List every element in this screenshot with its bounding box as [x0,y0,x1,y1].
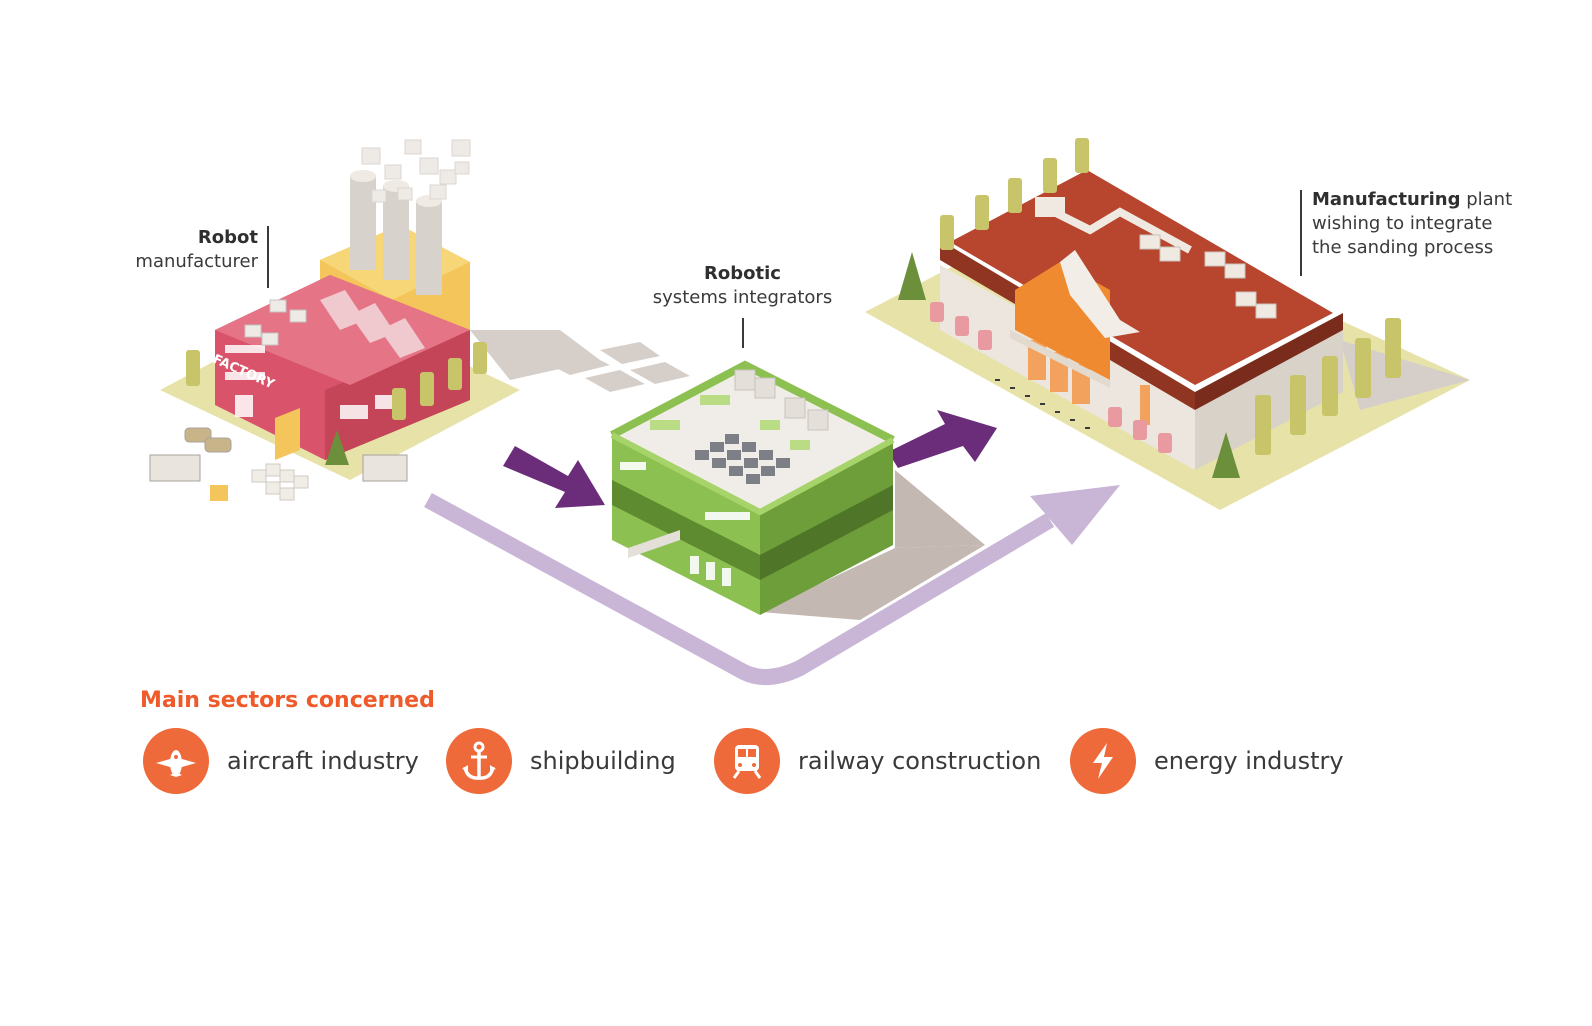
sector-label: aircraft industry [227,747,419,775]
plant-label-line3: the sanding process [1312,237,1494,258]
lightning-icon [1070,728,1136,794]
solar-panels [695,434,790,484]
train-icon [714,728,780,794]
sector-label: energy industry [1154,747,1344,775]
robot-label-leader-line [267,226,269,288]
integrator-label-bold: Robotic [704,263,781,284]
anchor-icon [446,728,512,794]
vehicles [149,427,408,482]
arrow-to-integrator [503,446,605,508]
factory-shadow [470,330,690,392]
integrator-label-rest: systems integrators [652,287,833,308]
plant-label-bold: Manufacturing [1312,189,1461,210]
sector-railway: railway construction [714,728,1041,794]
sectors-title: Main sectors concerned [140,688,435,713]
sector-aircraft: aircraft industry [143,728,419,794]
robot-factory-illustration: FACTORY [149,139,690,501]
airplane-icon [143,728,209,794]
plant-label-line2: wishing to integrate [1312,213,1493,234]
manufacturing-plant-illustration [865,138,1470,510]
plant-label-line1-rest: plant [1460,189,1513,210]
robot-label-rest: manufacturer [135,251,258,272]
integrator-building-illustration [610,360,985,620]
cargo-boxes [251,463,309,501]
manufacturing-plant-label: Manufacturing plant wishing to integrate… [1312,188,1582,260]
robot-label-bold: Robot [197,227,258,248]
sector-label: shipbuilding [530,747,676,775]
lavender-flow-arrow [424,485,1120,686]
sector-shipbuilding: shipbuilding [446,728,676,794]
integrator-label-leader-line [742,318,744,348]
plant-label-leader-line [1300,190,1302,276]
integrator-label: Robotic systems integrators [630,262,855,310]
smoke-cubes [361,139,471,203]
sector-label: railway construction [798,747,1042,775]
robot-manufacturer-label: Robot manufacturer [100,226,258,274]
sector-energy: energy industry [1070,728,1344,794]
arrow-to-plant [888,410,997,468]
